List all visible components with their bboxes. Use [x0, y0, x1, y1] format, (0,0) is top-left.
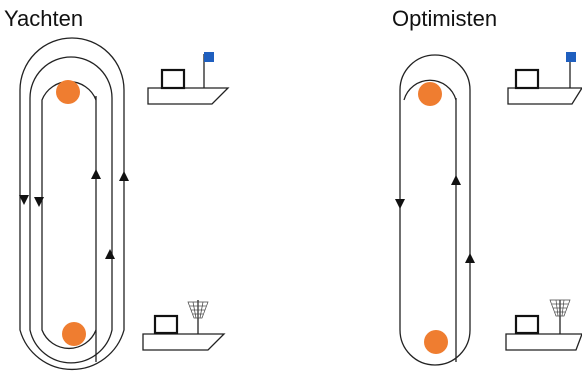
- up-arrow-icon: [105, 249, 115, 259]
- up-arrow-icon: [451, 175, 461, 185]
- top-mark-optimisten: [418, 82, 442, 106]
- yachten-course: [19, 37, 125, 371]
- up-arrow-icon: [119, 171, 129, 181]
- outer-lap-path: [19, 37, 125, 371]
- optimisten-course: [399, 54, 471, 366]
- mesh-flag-icon: [187, 301, 209, 319]
- finish-boat-icon: [142, 300, 226, 351]
- committee-boat-icon: [147, 52, 230, 105]
- up-arrow-icon: [465, 253, 475, 263]
- panel-title-optimisten: Optimisten: [392, 6, 498, 31]
- down-arrow-icon: [395, 199, 405, 209]
- bottom-mark-yachten: [62, 322, 86, 346]
- committee-flag-icon: [204, 52, 214, 62]
- mark-rounding-path: [403, 79, 457, 101]
- inner-lap-path: [29, 56, 113, 364]
- mesh-flag-icon: [549, 299, 571, 317]
- bottom-mark-optimisten: [424, 330, 448, 354]
- mark-rounding-path: [41, 80, 97, 350]
- panel-title-yachten: Yachten: [4, 6, 84, 31]
- finish-boat-icon: [505, 299, 582, 351]
- committee-flag-icon: [566, 52, 576, 62]
- top-mark-yachten: [56, 80, 80, 104]
- committee-boat-icon: [507, 52, 582, 105]
- up-arrow-icon: [91, 169, 101, 179]
